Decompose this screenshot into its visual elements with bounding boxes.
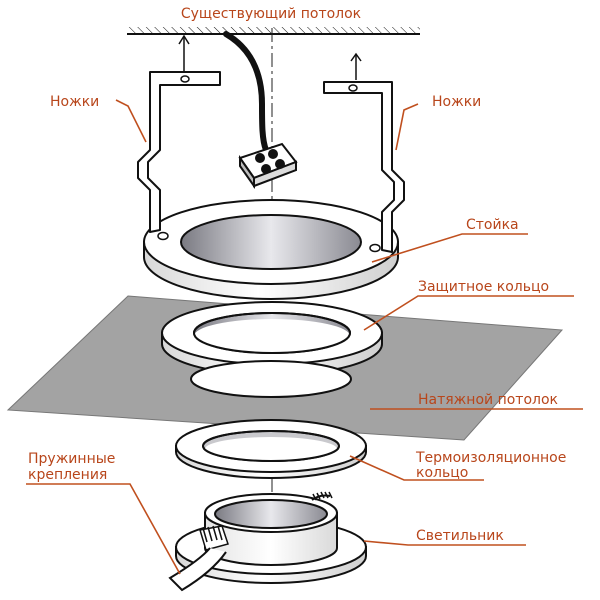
label-spring-line1: Пружинные bbox=[28, 451, 115, 467]
power-cable bbox=[223, 31, 269, 153]
spring-clip-left bbox=[168, 525, 229, 592]
stand-ring bbox=[143, 199, 399, 300]
thermo-insulation-ring bbox=[175, 419, 367, 479]
label-stand: Стойка bbox=[466, 217, 519, 233]
label-stretch-ceiling: Натяжной потолок bbox=[418, 392, 558, 408]
protective-ring bbox=[161, 301, 383, 376]
title-existing-ceiling: Существующий потолок bbox=[181, 6, 361, 22]
ceiling-opening bbox=[190, 360, 352, 398]
label-legs-right: Ножки bbox=[432, 94, 481, 110]
terminal-block-icon bbox=[238, 142, 298, 190]
label-protective-ring: Защитное кольцо bbox=[418, 279, 549, 295]
label-thermo-ring-line1: Термоизоляционное bbox=[415, 450, 566, 466]
leg-right bbox=[323, 81, 405, 253]
label-thermo-ring-line2: кольцо bbox=[416, 465, 468, 481]
arrow-up-icon bbox=[178, 34, 362, 80]
label-spring-line2: крепления bbox=[28, 467, 107, 483]
label-lamp: Светильник bbox=[416, 528, 504, 544]
existing-ceiling bbox=[127, 27, 420, 35]
label-legs-left: Ножки bbox=[50, 94, 99, 110]
spring-clip-right bbox=[311, 491, 333, 501]
leg-left bbox=[137, 71, 221, 233]
hatch-icon bbox=[127, 27, 420, 34]
leader-lines bbox=[26, 99, 583, 575]
lamp-fixture bbox=[175, 493, 367, 584]
